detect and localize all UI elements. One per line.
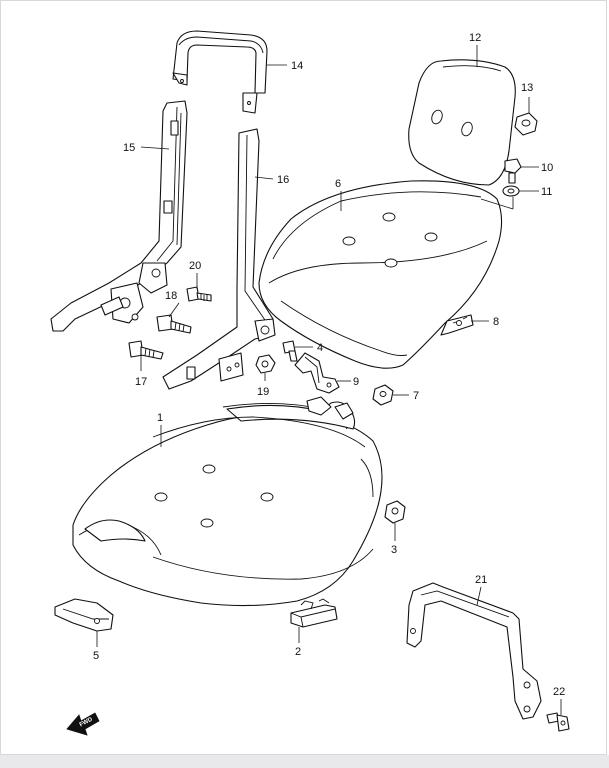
part-11-washer — [502, 185, 520, 197]
part-13-nut — [514, 112, 538, 136]
part-8-bracket — [440, 314, 474, 336]
callout-1: 1 — [157, 412, 163, 424]
callout-12: 12 — [469, 32, 481, 44]
part-6-pillion-seat — [258, 180, 503, 369]
footer-strip — [0, 755, 609, 768]
part-9-bracket — [294, 352, 340, 394]
diagram-canvas: FWD 14 15 16 20 18 17 19 12 — [50, 30, 570, 736]
callout-22: 22 — [553, 686, 565, 698]
callout-16: 16 — [277, 174, 289, 186]
callout-15: 15 — [123, 142, 135, 154]
callout-20: 20 — [189, 260, 201, 272]
callout-11: 11 — [541, 186, 552, 198]
part-19-nut — [255, 354, 276, 374]
part-22-bolt — [546, 712, 570, 732]
callout-6: 6 — [335, 178, 341, 190]
callout-2: 2 — [295, 646, 301, 658]
callout-19: 19 — [257, 386, 269, 398]
callout-13: 13 — [521, 82, 533, 94]
part-14-handle — [172, 30, 268, 114]
leader-lines — [96, 45, 562, 715]
callout-10: 10 — [541, 162, 553, 174]
part-20-bolt — [186, 286, 212, 302]
part-3-nut — [384, 500, 406, 524]
fwd-arrow-icon: FWD — [66, 712, 100, 736]
part-4-bolt — [282, 340, 298, 362]
callout-18: 18 — [165, 290, 177, 302]
part-16-right-stay — [162, 128, 276, 390]
part-2-cushion-block — [290, 598, 338, 628]
callout-4: 4 — [317, 342, 323, 354]
part-18-bolt — [156, 314, 192, 334]
part-7-nut — [372, 384, 394, 406]
part-12-backrest-pad — [408, 59, 516, 186]
callout-9: 9 — [353, 376, 359, 388]
callout-3: 3 — [391, 544, 397, 556]
callout-21: 21 — [475, 574, 487, 586]
callout-8: 8 — [493, 316, 499, 328]
part-21-rail-bracket — [406, 582, 542, 720]
part-17-bolt — [128, 340, 164, 360]
callout-14: 14 — [291, 60, 303, 72]
part-10-bolt — [504, 158, 522, 184]
part-5-bracket — [54, 598, 114, 632]
exploded-parts-diagram: FWD 14 15 16 20 18 17 19 12 — [0, 0, 607, 755]
part-1-rider-seat — [72, 396, 383, 607]
part-15-left-stay — [50, 100, 188, 332]
callout-numbers: 14 15 16 20 18 17 19 12 13 10 11 6 8 4 9… — [93, 32, 565, 698]
callout-5: 5 — [93, 650, 99, 662]
callout-7: 7 — [413, 390, 419, 402]
callout-17: 17 — [135, 376, 147, 388]
